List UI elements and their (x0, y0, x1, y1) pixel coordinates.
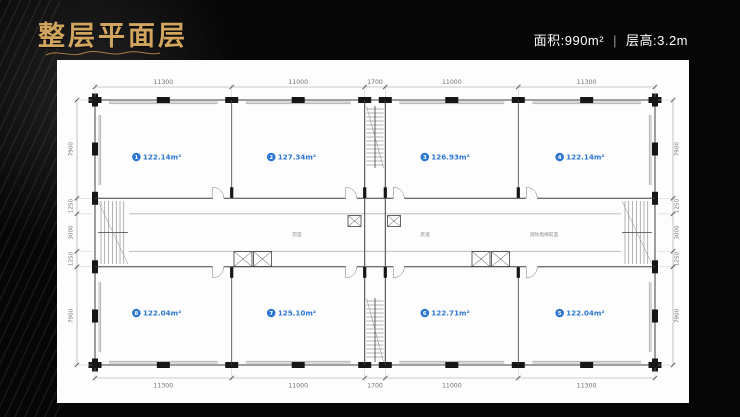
svg-text:7900: 7900 (69, 308, 75, 323)
svg-text:122.71m²: 122.71m² (431, 308, 469, 317)
svg-text:前室: 前室 (292, 231, 302, 238)
plan-room-labels: 1 122.14m² 2 127.34m² 3 126.93m² 4 122.14m² 8 122… (132, 152, 605, 317)
svg-text:7: 7 (269, 311, 273, 317)
plan-core: 前室 走道 消防电梯前室 (97, 105, 653, 363)
svg-text:8: 8 (134, 311, 138, 317)
svg-text:11000: 11000 (442, 79, 462, 86)
svg-text:122.04m²: 122.04m² (566, 308, 604, 317)
svg-text:3000: 3000 (69, 225, 75, 240)
header-stats: 面积:990m² | 层高:3.2m (534, 30, 688, 49)
room-label: 7 125.10m² (266, 308, 316, 317)
title-flourish (45, 50, 161, 56)
svg-text:127.34m²: 127.34m² (278, 152, 316, 161)
room-label: 6 122.71m² (420, 308, 470, 317)
floor-height-stat: 层高:3.2m (625, 33, 688, 48)
svg-text:3000: 3000 (675, 225, 681, 240)
background-streaks (0, 0, 60, 417)
svg-text:11000: 11000 (442, 383, 462, 390)
svg-text:7900: 7900 (675, 308, 681, 323)
stats-divider: | (613, 33, 617, 48)
svg-text:5: 5 (558, 311, 562, 317)
svg-text:7900: 7900 (675, 142, 681, 157)
svg-text:1250: 1250 (675, 251, 681, 266)
svg-text:2: 2 (269, 155, 273, 161)
svg-text:1250: 1250 (675, 199, 681, 214)
svg-text:125.10m²: 125.10m² (278, 308, 316, 317)
svg-text:11300: 11300 (154, 79, 174, 86)
floor-plan-panel: 前室 走道 消防电梯前室 11300 11000 1700 11000 11300 11300 1… (57, 60, 689, 403)
svg-text:1250: 1250 (69, 199, 75, 214)
room-label: 2 127.34m² (266, 152, 316, 161)
svg-text:122.04m²: 122.04m² (143, 308, 181, 317)
svg-text:122.14m²: 122.14m² (143, 152, 181, 161)
svg-text:消防电梯前室: 消防电梯前室 (530, 231, 559, 238)
svg-text:4: 4 (558, 155, 562, 161)
svg-text:1700: 1700 (367, 79, 383, 86)
svg-text:11300: 11300 (577, 383, 597, 390)
svg-text:122.14m²: 122.14m² (566, 152, 604, 161)
svg-text:1: 1 (134, 155, 138, 161)
svg-text:11000: 11000 (288, 383, 308, 390)
svg-text:11300: 11300 (577, 79, 597, 86)
room-label: 8 122.04m² (132, 308, 181, 317)
page-title: 整层平面层 (38, 21, 188, 51)
plan-walls (88, 93, 662, 372)
area-stat: 面积:990m² (533, 33, 605, 48)
svg-text:11300: 11300 (154, 383, 174, 390)
svg-text:6: 6 (423, 311, 427, 317)
svg-text:走道: 走道 (420, 231, 430, 238)
svg-text:7900: 7900 (69, 142, 75, 157)
svg-text:1700: 1700 (367, 383, 383, 390)
room-label: 5 122.04m² (555, 308, 605, 317)
svg-text:11000: 11000 (288, 79, 308, 86)
room-label: 1 122.14m² (132, 152, 181, 161)
room-label: 3 126.93m² (420, 152, 470, 161)
svg-text:3: 3 (423, 155, 427, 161)
svg-text:1250: 1250 (69, 251, 75, 266)
room-label: 4 122.14m² (555, 152, 605, 161)
svg-text:126.93m²: 126.93m² (431, 152, 469, 161)
